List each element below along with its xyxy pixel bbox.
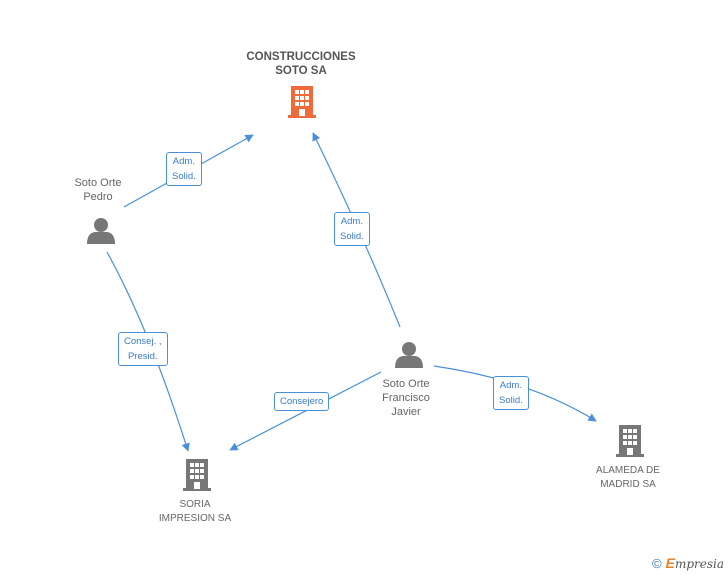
building-icon-soria[interactable] <box>183 459 211 491</box>
node-label-line: Pedro <box>83 191 113 203</box>
edge-label-francisco-soria[interactable]: Consejero <box>274 392 330 411</box>
node-label-pedro[interactable]: Soto Orte Pedro <box>58 176 138 204</box>
person-icon-francisco[interactable] <box>395 342 423 368</box>
edge-label-line: Adm. <box>499 380 522 391</box>
edge-label-francisco-construcciones[interactable]: Adm. Solid. <box>334 212 370 246</box>
building-icon-construcciones[interactable] <box>288 86 316 118</box>
building-icon-alameda[interactable] <box>616 425 644 457</box>
node-label-line: Javier <box>391 406 421 418</box>
node-label-line: Soto Orte <box>382 378 430 390</box>
node-label-line: ALAMEDA DE <box>596 465 660 476</box>
node-label-francisco[interactable]: Soto Orte Francisco Javier <box>366 377 446 419</box>
node-label-line: Soto Orte <box>74 177 122 189</box>
edge-label-pedro-construcciones[interactable]: Adm. Solid. <box>166 152 202 186</box>
edge-label-line: Adm. <box>340 216 363 227</box>
node-label-line: IMPRESION SA <box>158 513 232 524</box>
edge-label-line: Solid. <box>172 171 196 182</box>
edge-label-line: Consej. , <box>124 336 162 347</box>
edge-francisco-soria <box>229 371 382 451</box>
brand-rest: mpresia <box>674 557 724 571</box>
edge-label-line: Adm. <box>172 156 195 167</box>
node-label-line: CONSTRUCCIONES <box>246 51 356 63</box>
node-label-soria[interactable]: SORIA IMPRESION SA <box>145 498 245 526</box>
person-icon-pedro[interactable] <box>87 218 115 244</box>
empresia-logo: ©Empresia <box>652 555 724 571</box>
node-label-construcciones[interactable]: CONSTRUCCIONES SOTO SA <box>236 50 366 78</box>
edge-label-line: Presid. <box>127 351 158 362</box>
brand-e: E <box>665 555 675 571</box>
edge-label-pedro-soria[interactable]: Consej. , Presid. <box>118 332 168 366</box>
node-label-line: Francisco <box>382 392 430 404</box>
edge-label-line: Solid. <box>499 395 523 406</box>
node-label-line: SOTO SA <box>275 65 327 77</box>
edge-label-line: Consejero <box>280 396 324 407</box>
edge-label-line: Solid. <box>340 231 364 242</box>
edge-label-francisco-alameda[interactable]: Adm. Solid. <box>493 376 529 410</box>
node-label-alameda[interactable]: ALAMEDA DE MADRID SA <box>578 464 678 492</box>
copyright-icon: © <box>652 556 662 571</box>
node-label-line: SORIA <box>179 499 211 510</box>
node-label-line: MADRID SA <box>600 479 656 490</box>
